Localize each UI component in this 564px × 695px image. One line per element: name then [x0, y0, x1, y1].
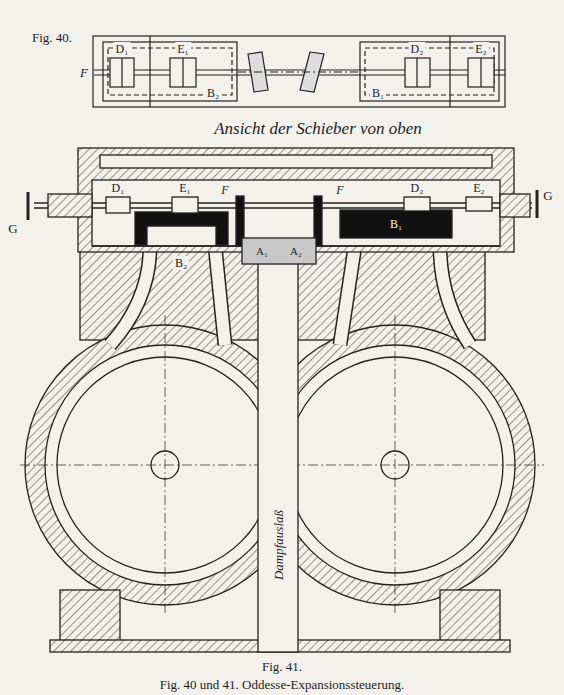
- part-label: D₁: [110, 181, 127, 195]
- part-label: F: [219, 183, 230, 197]
- part-label: A₁: [254, 245, 270, 258]
- figure-caption: Fig. 40 und 41. Oddesse-Expansionssteuer…: [158, 677, 406, 692]
- part-label: E₁: [175, 42, 191, 56]
- part-label: D₂: [409, 42, 426, 56]
- part-label: F: [78, 65, 90, 80]
- part-label: B₂: [205, 86, 221, 100]
- top-view: [93, 36, 505, 107]
- valve-chest: [28, 148, 537, 264]
- part-label: Fig. 40.: [30, 30, 74, 45]
- valve-rod: [28, 190, 537, 220]
- part-label: Ansicht der Schieber von oben: [212, 119, 424, 138]
- part-label: B₁: [388, 217, 404, 231]
- part-label: B₂: [173, 256, 189, 270]
- part-label: E₂: [473, 42, 489, 56]
- part-label: F: [334, 183, 345, 197]
- cylinder-block: [20, 245, 544, 652]
- part-label: D₁: [114, 42, 131, 56]
- part-label: E₁: [177, 181, 193, 195]
- part-label: A₂: [288, 245, 304, 258]
- part-label: G: [6, 221, 19, 236]
- part-label: G: [541, 188, 554, 203]
- part-label: D₂: [409, 181, 426, 195]
- part-label: B₁: [370, 86, 386, 100]
- part-label: Dampfauslaß: [271, 508, 286, 582]
- part-label: E₂: [471, 181, 487, 195]
- part-label: Fig. 41.: [260, 659, 304, 674]
